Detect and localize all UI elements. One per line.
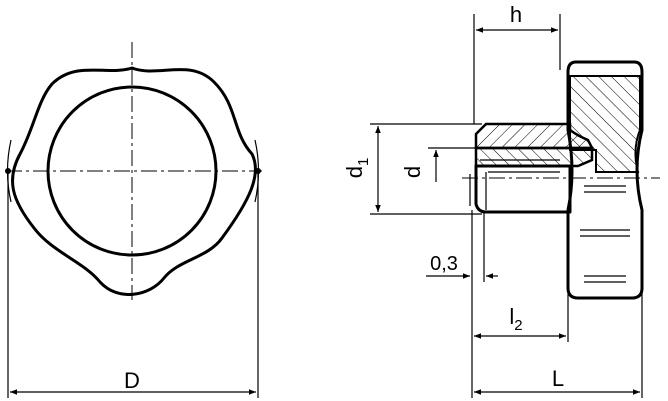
side-view: h d1 d 0,3 l2 L: [342, 2, 660, 398]
front-view: D: [5, 42, 262, 398]
lobed-outline: [11, 66, 257, 296]
L-label: L: [552, 366, 564, 391]
d1-label-subscript: 1: [355, 158, 372, 166]
shaft-outline: [474, 164, 572, 214]
l2-label-subscript: 2: [514, 317, 522, 334]
h-label: h: [510, 2, 522, 27]
offset-label: 0,3: [430, 253, 458, 275]
l2-label: l2: [509, 304, 522, 334]
insert-hatched-thread: [474, 146, 594, 168]
d-label: d: [400, 166, 425, 178]
l2-label-base: l: [509, 304, 514, 329]
d1-label: d1: [342, 158, 372, 179]
d1-label-base: d: [342, 166, 367, 178]
D-label: D: [124, 368, 140, 393]
